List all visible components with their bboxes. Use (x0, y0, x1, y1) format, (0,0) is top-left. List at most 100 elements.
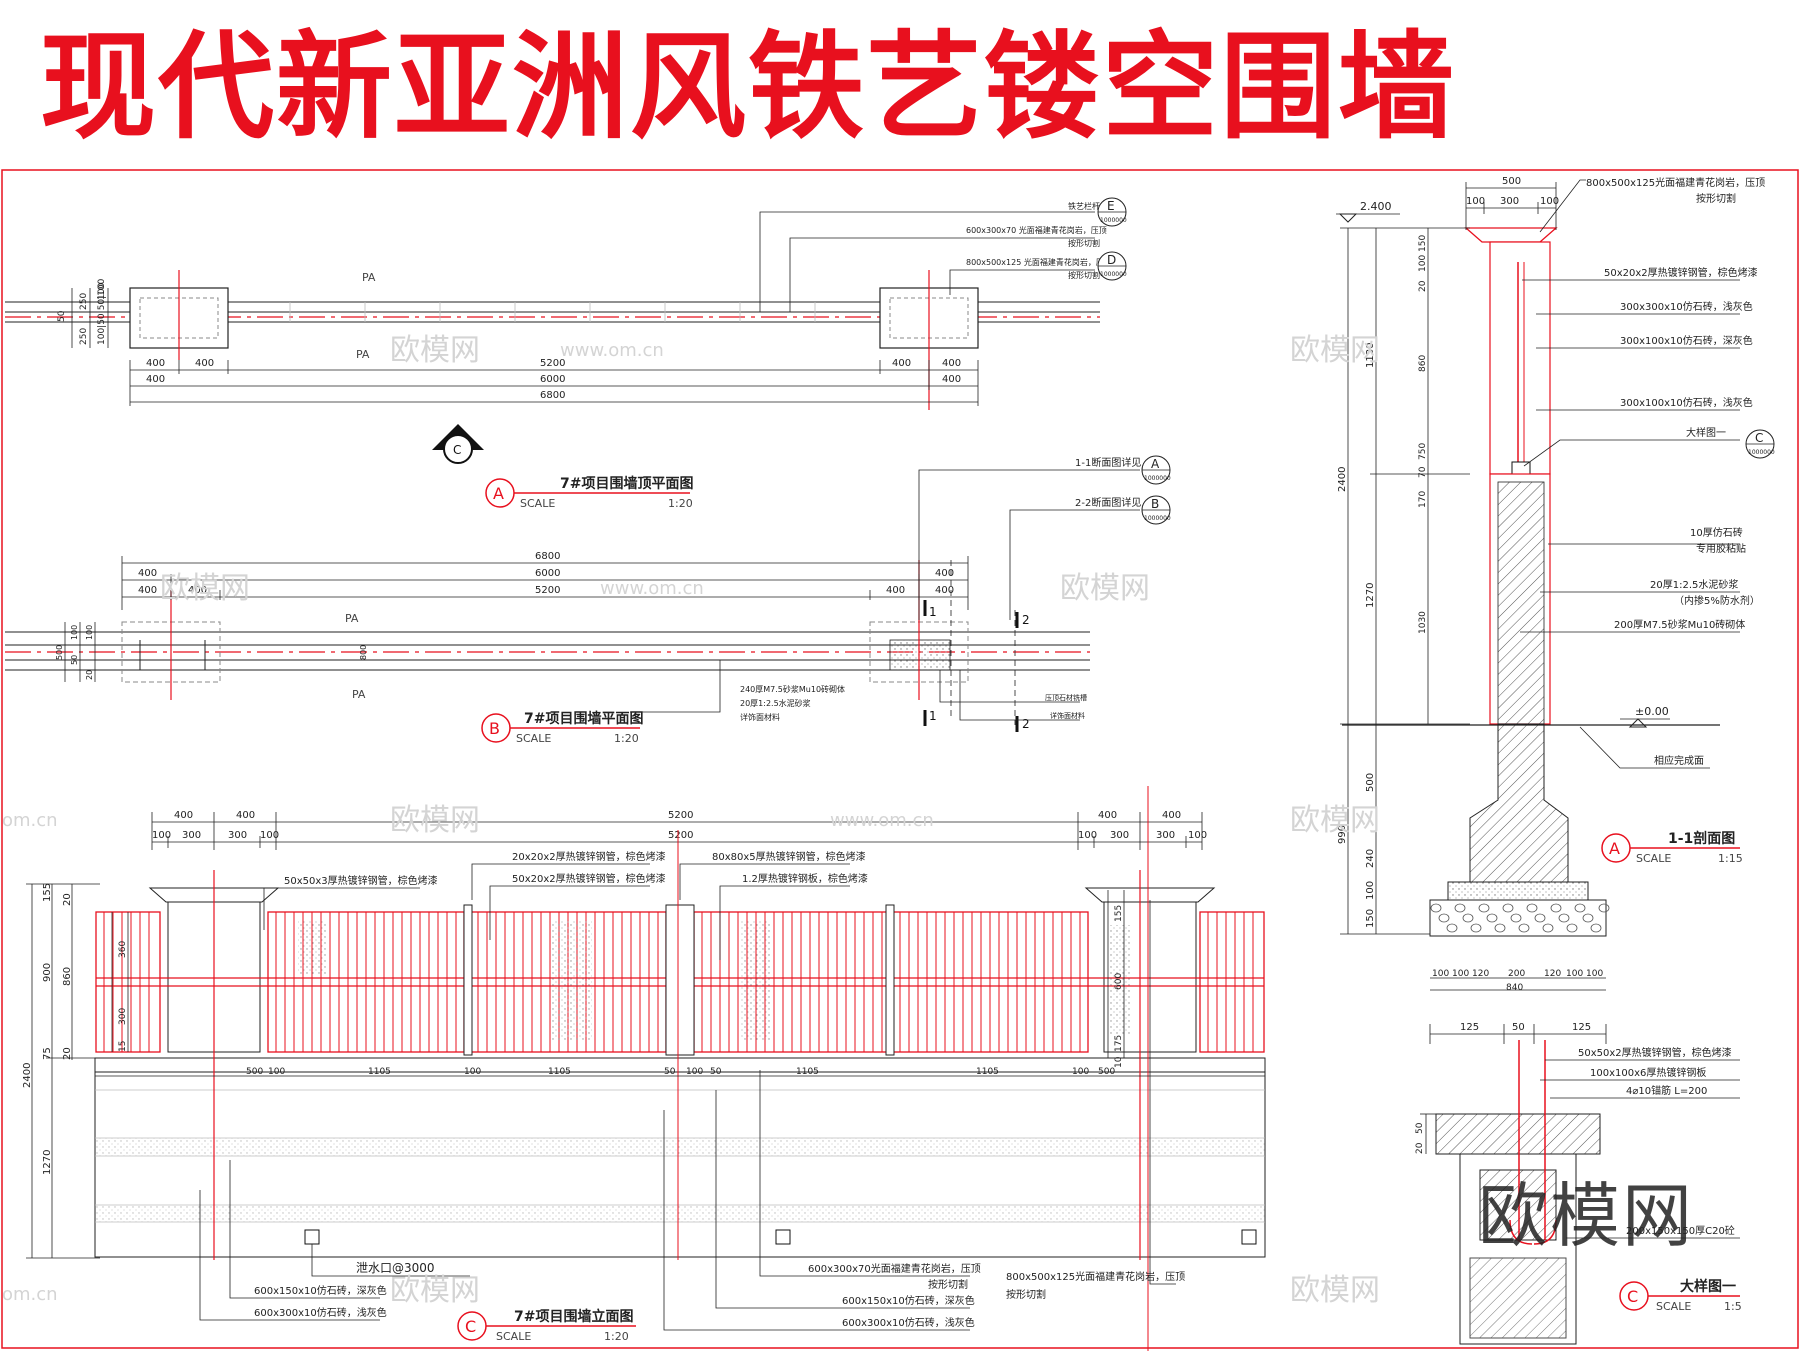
view-c-dim-mid-2: 15 (118, 1041, 128, 1052)
view-a-dim-left-0: 50 (57, 310, 67, 322)
watermark-url-4: om.cn (2, 810, 58, 831)
view-a-callout-3: 800x500x125 光面福建青花岗岩，压顶 (966, 257, 1112, 267)
view-b-dim-left-0: 500 (55, 645, 64, 660)
section-11-level-ground: ±0.00 (1635, 705, 1669, 718)
watermark-6: 欧模网 (1290, 803, 1380, 838)
gravel-stone (1494, 923, 1506, 933)
watermark-large: 欧模网 (1478, 1175, 1694, 1257)
section-11-callout-11: 200厚M7.5砂浆Mu10砖砌体 (1614, 618, 1745, 631)
view-c-dim-right-3: 10 (1114, 1056, 1124, 1068)
gravel-bed (1430, 903, 1610, 933)
view-b-callout-5: 压顶石材铣槽 (1045, 693, 1087, 702)
view-c-dim-left-3: 860 (62, 967, 73, 986)
view-a-pa-label-2: PA (356, 348, 370, 361)
gravel-stone (1446, 923, 1458, 933)
section-11-callout-4: 300x100x10仿石砖，深灰色 (1620, 334, 1753, 347)
view-a-ref-e: E (1107, 199, 1115, 213)
view-c-dim-top1-1: 400 (236, 810, 255, 821)
gravel-stone (1534, 913, 1546, 923)
view-b-dim-top-2: 400 (138, 568, 157, 579)
view-b-callout-3: 20厚1:2.5水泥砂浆 (740, 698, 811, 708)
view-b-section-mark-3: 2 (1022, 717, 1030, 731)
gravel-stone (1558, 913, 1570, 923)
view-c-dim-bottom-9: 1105 (976, 1067, 999, 1077)
view-a-dim-top-0: 400 (146, 358, 165, 369)
view-c-scale: 1:20 (604, 1330, 629, 1343)
watermark-2: 欧模网 (1290, 333, 1380, 368)
view-c-callout-top-4: 1.2厚热镀锌钢板，棕色烤漆 (742, 872, 868, 885)
view-a-pa-label: PA (362, 271, 376, 284)
view-c-dim-top1-0: 400 (174, 810, 193, 821)
view-b-scale: 1:20 (614, 732, 639, 745)
view-a-dim-top-1: 400 (195, 358, 214, 369)
view-c-dim-top2-5: 100 (1078, 830, 1097, 841)
view-c-callout-top-2: 50x20x2厚热镀锌钢管，棕色烤漆 (512, 872, 666, 885)
view-c-dim-bottom-0: 500 (246, 1067, 263, 1077)
view-c-dim-bottom-7: 50 (710, 1067, 722, 1077)
gravel-stone (1470, 923, 1482, 933)
section-11-dim-inner-5: 70 (1418, 466, 1428, 478)
section-11-callout-6: 大样图一 (1686, 426, 1726, 439)
section-11-dim-left-2: 1270 (1365, 583, 1376, 608)
view-b-callout-1: 2-2断面图详见 (1075, 496, 1141, 509)
view-a-dim-left-2: 100 (97, 283, 107, 300)
detail-1-scale-word: SCALE (1656, 1300, 1691, 1313)
view-c-callout-top-3: 80x80x5厚热镀锌钢管，棕色烤漆 (712, 850, 866, 863)
section-11-callout-2: 50x20x2厚热镀锌钢管，棕色烤漆 (1604, 266, 1758, 279)
detail-1-dim-top-2: 125 (1572, 1022, 1591, 1033)
section-11-callout-5: 300x100x10仿石砖，浅灰色 (1620, 396, 1753, 409)
view-b-callout-4: 详饰面材料 (740, 712, 780, 722)
watermark-url-1: www.om.cn (560, 340, 664, 361)
gravel-stone (1462, 913, 1474, 923)
section-11-dim-bottom-4: 120 (1544, 969, 1561, 979)
view-b-dim-top-0: 6800 (535, 551, 560, 562)
page-title: 现代新亚洲风铁艺镂空围墙 (40, 20, 1456, 155)
view-c-marker: C (465, 1317, 476, 1336)
view-a-callout-0: 铁艺栏杆 (1068, 201, 1100, 211)
view-c-dim-top2-2: 300 (228, 830, 247, 841)
section-11-dim-inner-6: 750 (1418, 443, 1428, 460)
sheet-frame (1, 169, 1799, 1349)
detail-1-dim-top-0: 125 (1460, 1022, 1479, 1033)
view-b-ref-a-sheet: 1000000 (1144, 475, 1171, 482)
view-a-scale-word: SCALE (520, 497, 555, 510)
view-b-dim-top-5: 400 (188, 585, 207, 596)
view-c-callout-bottom-3: 600x300x70光面福建青花岗岩，压顶 (808, 1262, 981, 1275)
view-b-callout-2: 240厚M7.5砂浆Mu10砖砌体 (740, 684, 845, 694)
gravel-stone (1598, 903, 1610, 913)
view-a-ref-d-sheet: 1000000 (1100, 271, 1127, 278)
watermark-url-5: om.cn (2, 1284, 58, 1305)
detail-1-dim-left-1: 50 (1415, 1122, 1425, 1134)
section-11-scale-word: SCALE (1636, 852, 1671, 865)
detail-1-callout-3: 200x150x150厚C20砼 (1626, 1224, 1735, 1237)
watermark-7: 欧模网 (390, 1273, 480, 1308)
view-b-dim-left-4: 20 (85, 670, 94, 680)
view-b-dim-top-6: 5200 (535, 585, 560, 596)
view-c-dim-left-0: 155 (42, 883, 53, 902)
view-a-ref-d: D (1107, 253, 1116, 267)
section-11-dim-bottom-0: 100 (1432, 969, 1449, 979)
view-b-plan: PA PA 800 500 100 50 100 20 6800 6000 40… (5, 455, 1171, 745)
detail-1-callout-1: 100x100x6厚热镀锌钢板 (1590, 1066, 1706, 1079)
section-11-dim-bottom-3: 200 (1508, 969, 1525, 979)
view-c-dim-left-1: 20 (62, 893, 73, 906)
view-a-callout-4: 按形切割 (1068, 270, 1100, 280)
view-b-dim-top-4: 400 (138, 585, 157, 596)
view-c-dim-bottom-10: 100 (1072, 1067, 1089, 1077)
detail-1: 125 50 125 20 50 50x50x2厚热镀锌钢管，棕色烤漆 100x… (1415, 1022, 1742, 1345)
gravel-stone (1438, 913, 1450, 923)
view-a-dim-top-4: 400 (942, 358, 961, 369)
view-b-dim-left-2: 50 (70, 655, 79, 665)
view-c-callout-bottom-1: 600x150x10仿石砖，深灰色 (254, 1284, 387, 1297)
section-11-dim-inner-7: 1030 (1418, 611, 1428, 634)
section-11-dim-top-2: 300 (1500, 196, 1519, 207)
view-c-callout-bottom-4: 按形切割 (928, 1278, 968, 1291)
view-c-dim-left-4: 75 (42, 1047, 53, 1060)
view-c-scale-word: SCALE (496, 1330, 531, 1343)
section-11-ref-c-sheet: 1000000 (1748, 449, 1775, 456)
section-11-callout-3: 300x300x10仿石砖，浅灰色 (1620, 300, 1753, 313)
gravel-stone (1526, 903, 1538, 913)
section-11-dim-bottom-5: 100 (1566, 969, 1583, 979)
view-c-callout-bottom-8: 按形切割 (1006, 1288, 1046, 1301)
view-a-dim-left-1: 250 (79, 293, 89, 310)
